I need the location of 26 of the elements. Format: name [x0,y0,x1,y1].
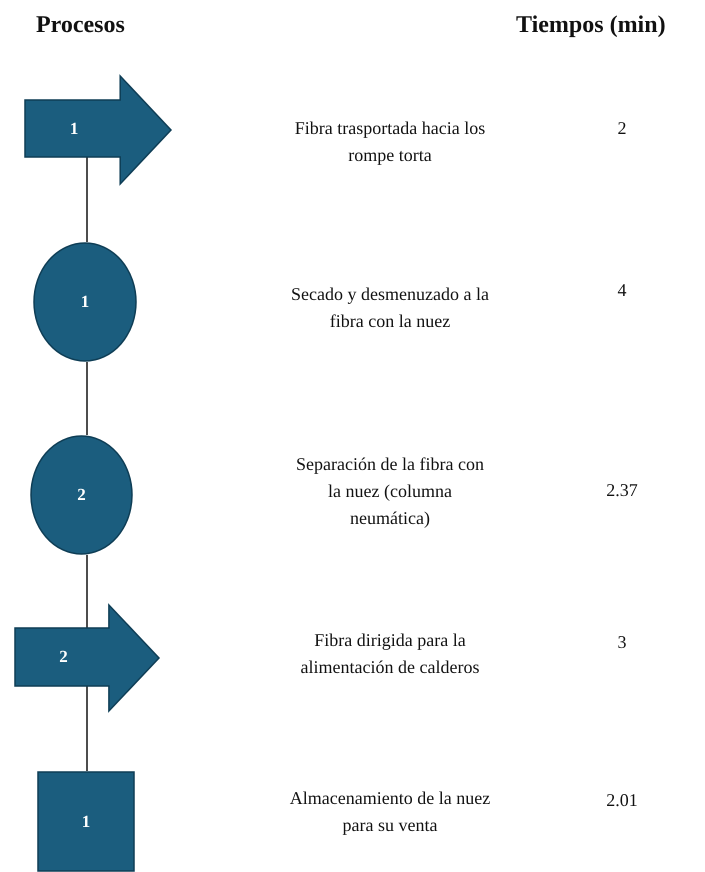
column-header: Tiempos (min) [516,12,666,39]
time-value: 4 [618,280,626,301]
time-value: 2.01 [606,790,638,811]
connector-line [86,157,88,242]
transport-arrow [14,604,160,712]
transport-arrow [24,75,172,185]
connector-line [86,555,88,628]
column-header: Procesos [36,12,125,39]
process-description: Separación de la fibra con la nuez (columna neumática) [295,453,485,530]
step-number: 1 [82,812,90,832]
process-description: Secado y desmenuzado a la fibra con la nuez [290,283,490,333]
time-value: 3 [618,632,626,653]
step-number: 1 [70,118,78,138]
process-description: Almacenamiento de la nuez para su venta [288,787,492,837]
operation-circle [30,435,133,555]
connector-line [86,362,88,435]
time-value: 2 [618,118,626,139]
connector-line [86,686,88,771]
process-description: Fibra trasportada hacia los rompe torta [294,117,486,167]
step-number: 2 [77,485,86,505]
storage-square [37,771,135,872]
operation-circle [33,242,137,362]
step-number: 1 [80,292,90,312]
step-number: 2 [59,647,68,667]
process-description: Fibra dirigida para la alimentación de calderos [300,629,480,679]
time-value: 2.37 [606,480,638,501]
